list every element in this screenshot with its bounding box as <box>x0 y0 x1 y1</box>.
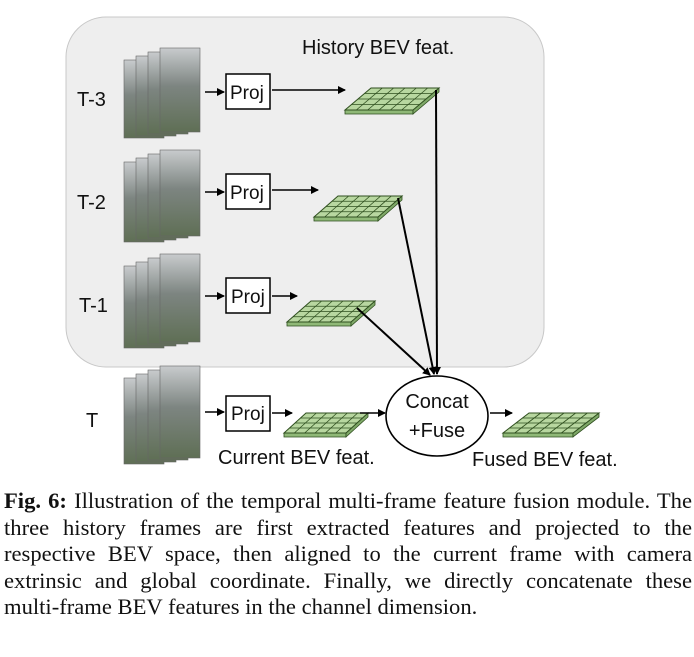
image-stack-t1 <box>123 253 201 349</box>
frame-row-t: T Proj <box>86 365 293 465</box>
frame-label-t1: T-1 <box>79 295 108 317</box>
frame-label-t: T <box>86 410 98 432</box>
caption-label: Fig. 6: <box>4 488 67 513</box>
image-stack-t3 <box>123 47 201 139</box>
proj-box-t1 <box>225 277 271 314</box>
bev-grid-current <box>282 412 370 438</box>
fuse-label-line2: +Fuse <box>409 420 465 442</box>
proj-label-t1: Proj <box>231 287 265 308</box>
figure-caption: Fig. 6: Illustration of the temporal mul… <box>4 488 692 621</box>
frame-row-t2: T-2 Proj <box>77 149 319 243</box>
proj-label-t3: Proj <box>230 83 264 104</box>
frame-label-t3: T-3 <box>77 89 106 111</box>
frame-row-t3: T-3 Proj <box>77 47 346 139</box>
bev-grid-t2 <box>312 195 404 222</box>
proj-label-t2: Proj <box>230 183 264 204</box>
bev-grid-t1 <box>285 300 377 327</box>
arrow-history-t3-to-fuse <box>432 89 441 375</box>
temporal-fusion-diagram: History BEV feat. T-3 Proj T-2 Proj T-1 <box>65 16 618 471</box>
caption-text: Illustration of the temporal multi-frame… <box>4 488 692 620</box>
image-stack-t <box>123 365 201 465</box>
bev-grid-fused <box>501 412 601 438</box>
proj-box-t2 <box>225 173 271 210</box>
arrow-history-t1-to-fuse <box>356 307 431 376</box>
frame-row-t1: T-1 Proj <box>79 253 298 349</box>
bev-grid-t3 <box>343 87 441 115</box>
image-stack-t2 <box>123 149 201 243</box>
frame-label-t2: T-2 <box>77 192 106 214</box>
proj-box-t3 <box>225 73 271 110</box>
bev-grids <box>282 87 601 438</box>
fused-bev-label: Fused BEV feat. <box>472 449 618 471</box>
history-bev-label: History BEV feat. <box>302 37 454 59</box>
proj-box-t <box>225 395 271 432</box>
arrow-history-t2-to-fuse <box>397 197 437 375</box>
current-bev-label: Current BEV feat. <box>218 447 375 469</box>
concat-fuse-node <box>385 375 489 457</box>
fuse-label-line1: Concat <box>405 391 469 413</box>
proj-label-t: Proj <box>231 404 265 425</box>
